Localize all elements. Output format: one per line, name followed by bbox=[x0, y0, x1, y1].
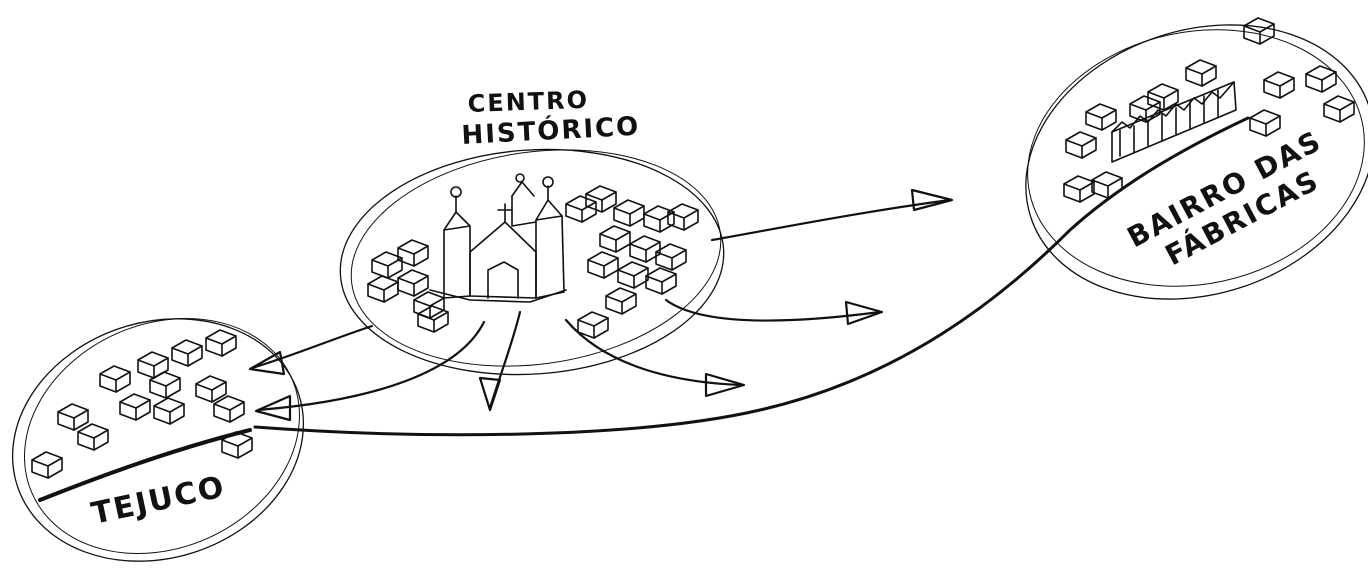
arrowhead bbox=[248, 350, 286, 376]
arrowhead bbox=[254, 394, 292, 422]
centro-historico-zone bbox=[339, 148, 725, 376]
arrowhead bbox=[844, 300, 884, 326]
centro-historico-label-line1: CENTRO bbox=[467, 86, 589, 118]
bairro-das-fabricas-zone bbox=[1025, 24, 1368, 300]
centro-houses bbox=[367, 185, 699, 339]
arrow-southeast bbox=[564, 318, 744, 387]
arrowhead bbox=[478, 376, 502, 412]
tejuco-road-line bbox=[38, 428, 252, 502]
arrow-to-tejuco-upper bbox=[250, 324, 374, 370]
tejuco-zone bbox=[11, 318, 305, 562]
arrow-to-tejuco-lower bbox=[256, 320, 486, 412]
expansion-arrows bbox=[248, 188, 954, 422]
arrowhead bbox=[910, 188, 954, 212]
arrowhead bbox=[704, 372, 746, 398]
arrow-east-upper bbox=[710, 198, 952, 242]
factory-icon bbox=[1111, 81, 1237, 163]
main-road-line bbox=[253, 116, 1250, 437]
tejuco-label: TEJUCO bbox=[88, 469, 228, 532]
arrow-east-lower bbox=[664, 298, 882, 322]
church-icon bbox=[429, 173, 567, 303]
tejuco-houses bbox=[31, 329, 253, 479]
